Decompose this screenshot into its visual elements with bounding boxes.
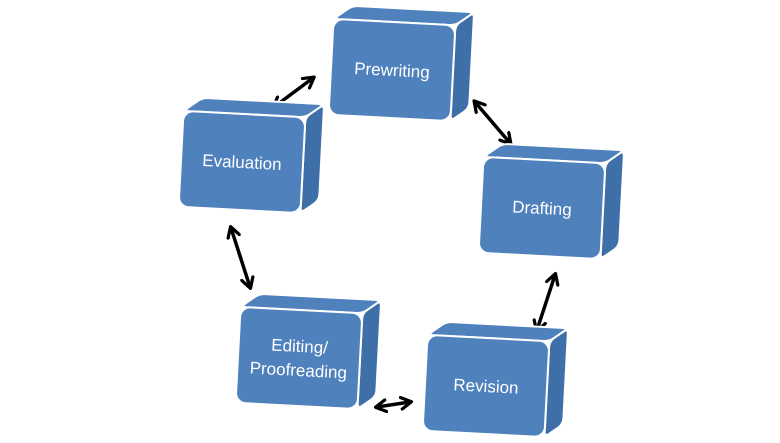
arrow-editing-evaluation [231, 228, 250, 287]
box-front-face [478, 156, 606, 260]
stage-label-editing-line-1: Editing/ [271, 336, 329, 358]
box-front-face [235, 306, 363, 410]
box-front-face [422, 334, 550, 438]
box-front-face [328, 18, 456, 122]
stage-box-evaluation: Evaluation [178, 97, 325, 214]
stage-box-revision: Revision [422, 321, 569, 438]
stage-box-drafting: Drafting [478, 143, 625, 260]
box-front-face [178, 110, 306, 214]
arrow-prewriting-drafting [475, 102, 510, 143]
stage-label-prewriting: Prewriting [354, 59, 430, 82]
stage-label-evaluation: Evaluation [202, 151, 282, 174]
stage-label-revision: Revision [453, 375, 519, 397]
stage-label-drafting: Drafting [512, 197, 572, 219]
arrow-drafting-revision [537, 275, 555, 330]
stage-box-editing: Editing/Proofreading [235, 293, 382, 410]
stage-box-prewriting: Prewriting [328, 5, 475, 122]
arrow-revision-editing [377, 402, 410, 407]
